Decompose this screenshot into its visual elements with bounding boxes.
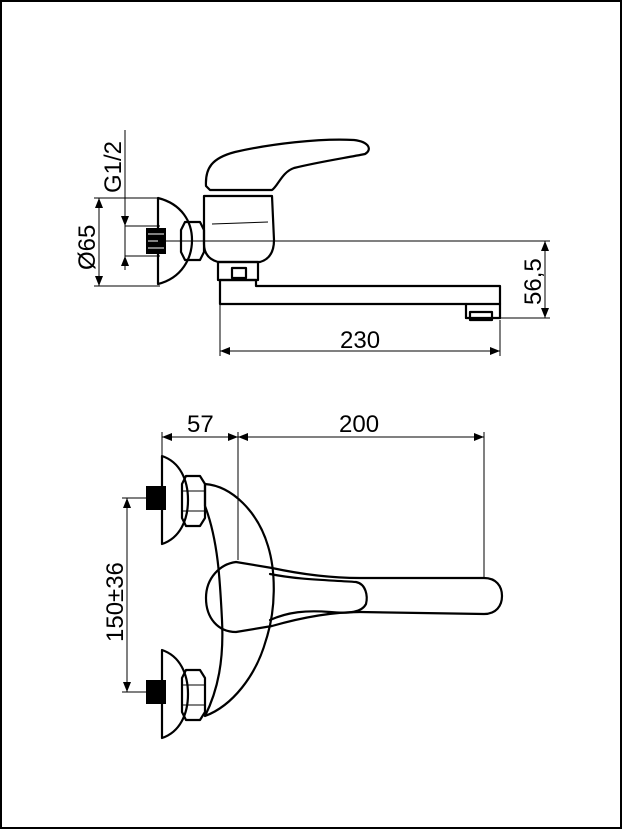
top-upper-flange xyxy=(160,454,190,546)
thread-label: G1/2 xyxy=(100,141,127,193)
top-upper-nut xyxy=(180,474,207,528)
length-label: 230 xyxy=(340,327,380,354)
side-view: G1/2 Ø65 56,5 230 xyxy=(74,130,550,356)
top-view: 57 200 150±36 xyxy=(102,411,504,740)
side-hex-nut xyxy=(179,220,206,262)
side-mixer-body xyxy=(202,194,276,264)
top-lever xyxy=(268,572,368,622)
spacing-label: 150±36 xyxy=(102,562,129,642)
height-label: 56,5 xyxy=(520,258,547,305)
top-mixer-body xyxy=(203,482,275,718)
top-lower-thread xyxy=(146,680,166,704)
side-aerator xyxy=(468,310,494,322)
offset-label: 57 xyxy=(187,411,214,438)
top-upper-thread xyxy=(146,486,166,510)
side-wall-flange xyxy=(156,196,194,286)
side-spout xyxy=(218,278,502,306)
side-lever-handle xyxy=(204,138,370,192)
spout-length-label: 200 xyxy=(339,411,379,438)
top-lower-flange xyxy=(160,648,190,740)
diameter-label: Ø65 xyxy=(74,225,101,270)
top-lower-nut xyxy=(180,668,207,722)
top-spout xyxy=(204,560,504,634)
